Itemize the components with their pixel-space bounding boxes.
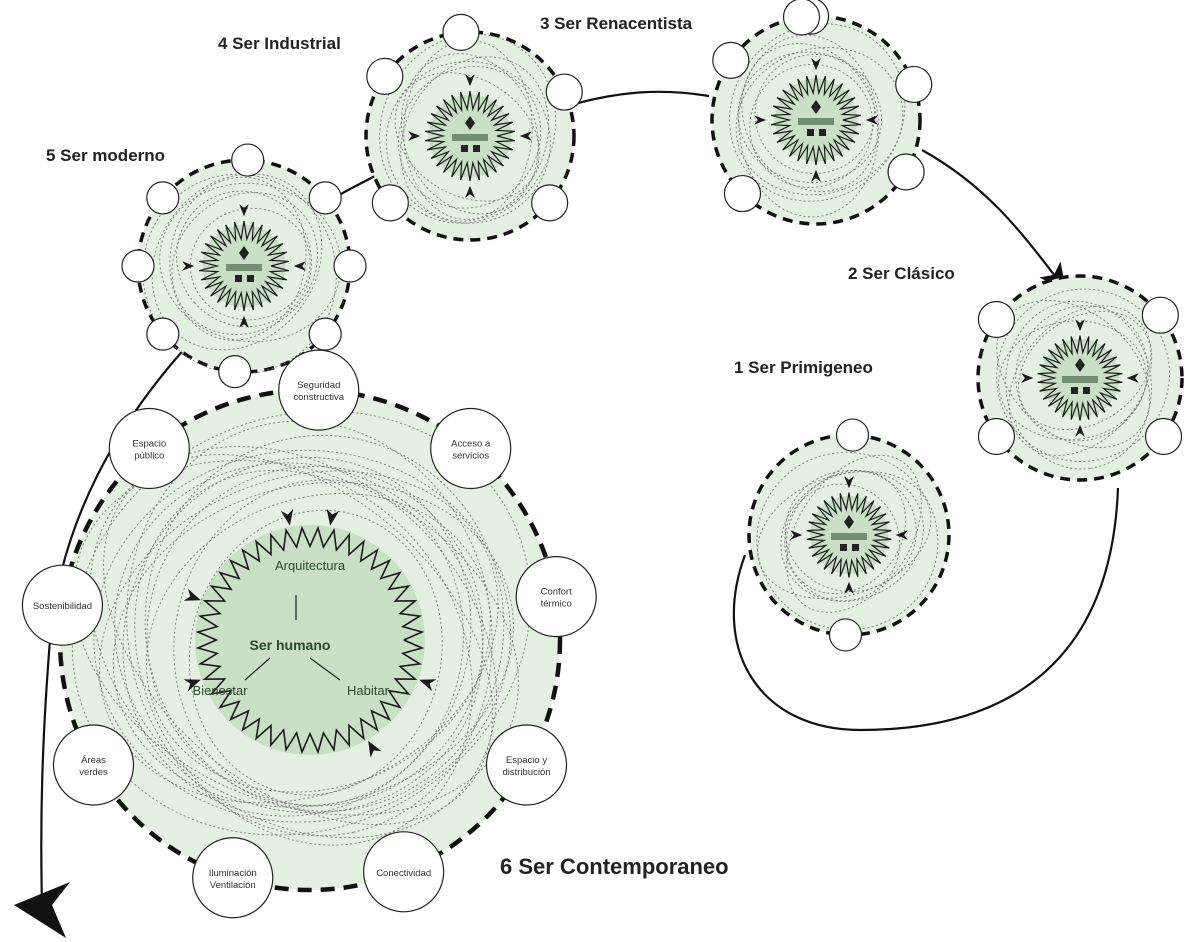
label-industrial: 4 Ser Industrial	[218, 34, 341, 53]
satellite-node	[531, 184, 569, 222]
satellite-node	[1144, 417, 1183, 456]
zigzag-ring	[1037, 335, 1123, 421]
satellite-node	[723, 174, 762, 213]
core-emblem	[831, 515, 867, 551]
satellite-node	[1141, 296, 1179, 334]
orbit-lines	[142, 173, 342, 375]
stage-clasico	[976, 274, 1184, 482]
satellite-node: Sostenibilidad	[21, 564, 104, 646]
stage-primigeneo	[747, 418, 951, 652]
stage-labels: 1 Ser Primigeneo 2 Ser Clásico 3 Ser Ren…	[46, 14, 955, 879]
core-relation-arrow	[309, 657, 341, 681]
core-right-label: Habitar	[347, 683, 390, 698]
orbit-lines	[756, 451, 939, 631]
stage-moderno	[121, 143, 367, 389]
satellites	[712, 0, 933, 213]
satellite-node: Conectividad	[363, 831, 445, 913]
label-renacentista: 3 Ser Renacentista	[540, 14, 693, 33]
satellite-node	[218, 354, 252, 389]
core-emblem	[1062, 358, 1098, 394]
core-arrows	[754, 58, 878, 182]
orbit-lines	[379, 33, 557, 224]
zigzag-ring	[806, 492, 892, 578]
satellite-node	[782, 0, 821, 36]
core-arrows	[408, 74, 532, 198]
core-arrows	[183, 508, 437, 758]
satellites	[828, 418, 870, 652]
satellite-node	[121, 249, 155, 283]
satellite-node	[333, 249, 367, 283]
satellite-node	[887, 153, 925, 191]
connector-industrial-to-moderno	[337, 172, 381, 197]
satellite-node	[146, 181, 180, 215]
zigzag-ring	[195, 525, 425, 755]
satellite-label: Sostenibilidad	[33, 601, 92, 612]
satellite-node	[977, 300, 1016, 339]
connector-renacentista-to-industrial	[577, 90, 710, 105]
zigzag-ring	[425, 90, 515, 182]
label-moderno: 5 Ser moderno	[46, 146, 165, 165]
satellite-node	[712, 41, 750, 79]
satellite-node	[146, 317, 180, 351]
satellites	[121, 143, 367, 389]
zigzag-ring	[199, 220, 289, 312]
core-center-label: Ser humano	[250, 637, 331, 653]
core-arrows	[1021, 319, 1139, 437]
satellites	[366, 13, 583, 222]
core-arrows	[790, 476, 908, 594]
connector-renacentista-to-clasico	[921, 149, 1066, 291]
core-relation-arrow	[244, 657, 271, 681]
satellite-node	[231, 143, 265, 177]
connector-primigeneo-to-clasico	[732, 487, 1120, 732]
stage-renacentista	[710, 0, 933, 226]
core-left-label: Bienestar	[193, 683, 249, 698]
satellite-node	[308, 181, 342, 215]
satellite-node	[442, 13, 480, 51]
satellite-node	[545, 73, 583, 111]
satellite-node	[828, 618, 863, 652]
core-emblem	[798, 100, 834, 136]
satellite-node	[895, 65, 933, 104]
core-disc	[195, 525, 425, 755]
core-emblem	[452, 116, 488, 152]
satellite-label: Conectividad	[376, 868, 431, 879]
label-primigeneo: 1 Ser Primigeneo	[734, 358, 873, 377]
satellite-node	[977, 417, 1016, 456]
label-clasico: 2 Ser Clásico	[848, 264, 955, 283]
satellite-node	[308, 317, 342, 351]
stage-industrial	[364, 13, 583, 242]
satellite-node	[366, 57, 404, 95]
core-emblem	[226, 246, 262, 282]
satellite-node	[371, 184, 409, 222]
satellites	[977, 296, 1183, 456]
satellite-node	[835, 418, 870, 452]
exit-arrow-head	[14, 882, 70, 938]
label-contemporaneo: 6 Ser Contemporaneo	[500, 854, 729, 879]
zigzag-ring	[771, 74, 861, 166]
core-top-label: Arquitectura	[275, 558, 346, 573]
core-arrows	[182, 204, 306, 328]
